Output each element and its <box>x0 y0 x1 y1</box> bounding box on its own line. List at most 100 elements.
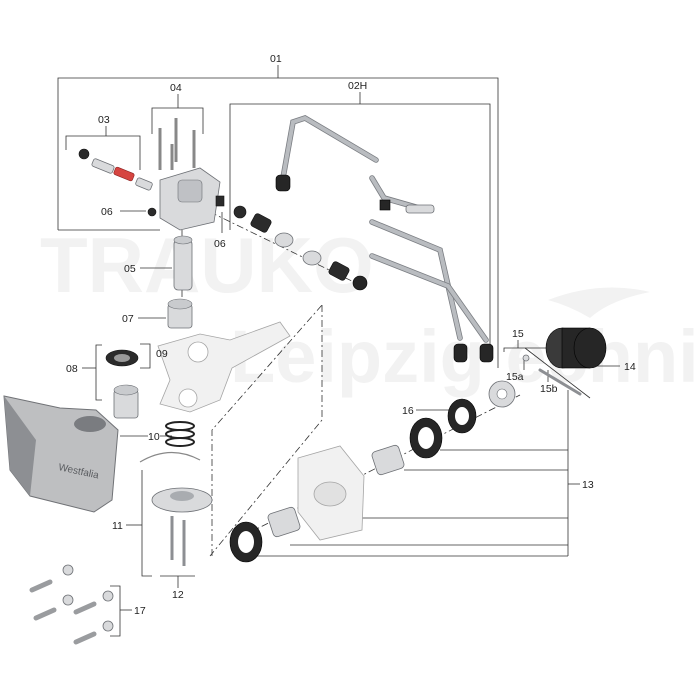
flange-plate <box>297 445 365 541</box>
body-bore-bottom <box>178 388 198 408</box>
seals-and-bushes <box>229 380 516 563</box>
coupling-body <box>157 321 291 413</box>
bracket-08-b <box>95 368 102 401</box>
damper-assembly <box>233 205 368 291</box>
rod-upper <box>281 115 378 180</box>
rod-lower <box>370 254 488 342</box>
bolt-17-2 <box>33 607 57 621</box>
pin-and-bush <box>167 235 193 329</box>
axis-main-b <box>209 305 323 557</box>
callout-15a: 15a <box>506 371 524 383</box>
housing-side <box>4 396 36 496</box>
watermark: TRAUKO Leipzig echnik <box>40 221 700 398</box>
bracket-03 <box>65 135 141 170</box>
group-brackets <box>57 65 620 637</box>
bracket-11 <box>141 470 152 577</box>
watermark-line-1: TRAUKO <box>40 221 374 309</box>
bracket-17 <box>110 585 121 637</box>
callout-14: 14 <box>624 361 636 373</box>
base-assembly-11 <box>139 451 213 566</box>
callout-06-right: 06 <box>214 238 226 250</box>
pin-05-top <box>173 235 193 245</box>
head-detail <box>177 179 203 203</box>
callout-06-left: 06 <box>101 206 113 218</box>
damper-spring-1 <box>274 232 294 248</box>
bush-08-top <box>113 384 139 396</box>
nut-17-3 <box>102 590 114 602</box>
nut-15-hole <box>496 388 508 400</box>
cap-14-front <box>573 327 607 369</box>
knob-06 <box>147 207 157 217</box>
bracket-15 <box>503 347 560 352</box>
bracket-04 <box>151 107 204 134</box>
watermark-swoosh <box>548 287 650 318</box>
callout-12: 12 <box>172 589 184 601</box>
part-15b-pin <box>538 368 582 396</box>
housing-bore <box>74 416 106 432</box>
callout-09: 09 <box>156 348 168 360</box>
spring-body <box>91 158 115 174</box>
rod-clip <box>379 199 391 211</box>
grip-cap-3 <box>479 343 494 363</box>
washer-09-hole <box>114 354 130 362</box>
bracket-09 <box>140 343 151 369</box>
callout-03: 03 <box>98 114 110 126</box>
rod-mid <box>370 220 462 340</box>
nut-17-2 <box>62 594 74 606</box>
rod-upper-edge <box>280 114 379 181</box>
damper-end-ring <box>352 275 368 291</box>
callout-02H: 02H <box>348 80 367 92</box>
bush-07-top <box>167 298 193 310</box>
bolts-04 <box>158 118 196 170</box>
wire-11 <box>139 451 201 463</box>
grip-cap-2 <box>453 343 468 363</box>
callout-labels: 01 02H 03 04 06 06 05 07 08 09 10 11 12 … <box>66 53 636 617</box>
nut-17-4 <box>102 620 114 632</box>
parts-08-09 <box>105 349 139 419</box>
callout-04: 04 <box>170 82 182 94</box>
callout-08: 08 <box>66 363 78 375</box>
part-15a <box>522 354 530 362</box>
bracket-08-a <box>95 344 102 368</box>
seal-16-hole <box>455 407 469 425</box>
body-bore-top <box>187 341 209 363</box>
flange-bore <box>313 481 347 507</box>
base-plate-hub <box>170 491 194 501</box>
bolt-17-3 <box>73 601 97 615</box>
callout-17: 17 <box>134 605 146 617</box>
bush-lower <box>267 506 301 538</box>
spring-10-coil-1 <box>165 421 195 431</box>
damper-spring-2 <box>302 250 322 266</box>
damper-sleeve-2 <box>328 261 350 281</box>
spring-assembly-03 <box>78 148 153 191</box>
spring-10-coil-3 <box>165 437 195 447</box>
callout-05: 05 <box>124 263 136 275</box>
callout-13: 13 <box>582 479 594 491</box>
spring-10-coil-2 <box>165 429 195 439</box>
bolt-17-1 <box>29 579 53 593</box>
axis-main-a <box>211 304 323 556</box>
callout-16: 16 <box>402 405 414 417</box>
leader-15-pin <box>524 347 591 399</box>
pin-05 <box>173 239 193 291</box>
seal-lower-hole <box>238 531 254 553</box>
callout-10: 10 <box>148 431 160 443</box>
callout-01: 01 <box>270 53 282 65</box>
damper-sleeve-1 <box>250 213 272 233</box>
parts-15 <box>522 354 582 396</box>
spring-red-part <box>113 166 135 182</box>
spring-cap <box>78 148 90 160</box>
callout-15b: 15b <box>540 383 558 395</box>
nut-17-1 <box>62 564 74 576</box>
callout-15: 15 <box>512 328 524 340</box>
housing: Westfalia <box>3 395 119 513</box>
cap-14 <box>545 327 607 369</box>
spring-tail <box>135 177 153 191</box>
bolts-17 <box>29 564 114 645</box>
coupling-head <box>147 167 225 231</box>
handle-rods <box>275 114 494 363</box>
grip-cap-1 <box>275 174 291 192</box>
rod-link <box>405 204 435 214</box>
bush-upper <box>371 444 405 476</box>
